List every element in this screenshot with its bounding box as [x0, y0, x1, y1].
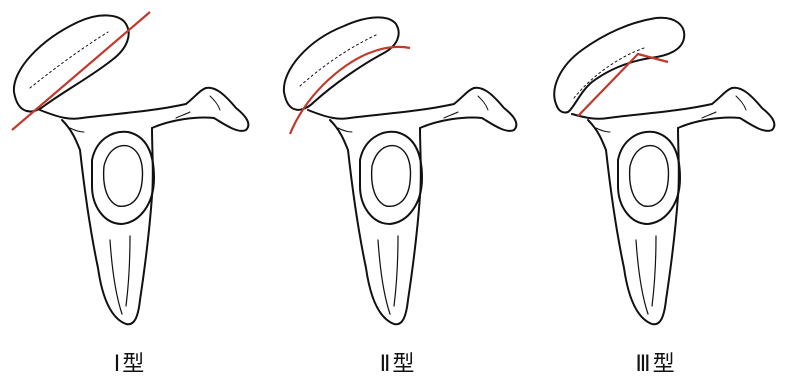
panel-type-2: Ⅱ型: [268, 0, 530, 376]
panel-type-1: Ⅰ型: [0, 0, 262, 376]
caption-type-1: Ⅰ型: [80, 346, 180, 378]
caption-type-2: Ⅱ型: [348, 346, 448, 378]
scapula-drawing-type-1: [0, 0, 262, 376]
scapula-drawing-type-2: [268, 0, 530, 376]
acromion-line-hooked: [578, 54, 668, 116]
caption-type-3: Ⅲ型: [606, 346, 706, 378]
panel-type-3: Ⅲ型: [526, 0, 788, 376]
acromion-line-curved: [290, 47, 410, 134]
scapula-drawing-type-3: [526, 0, 788, 376]
